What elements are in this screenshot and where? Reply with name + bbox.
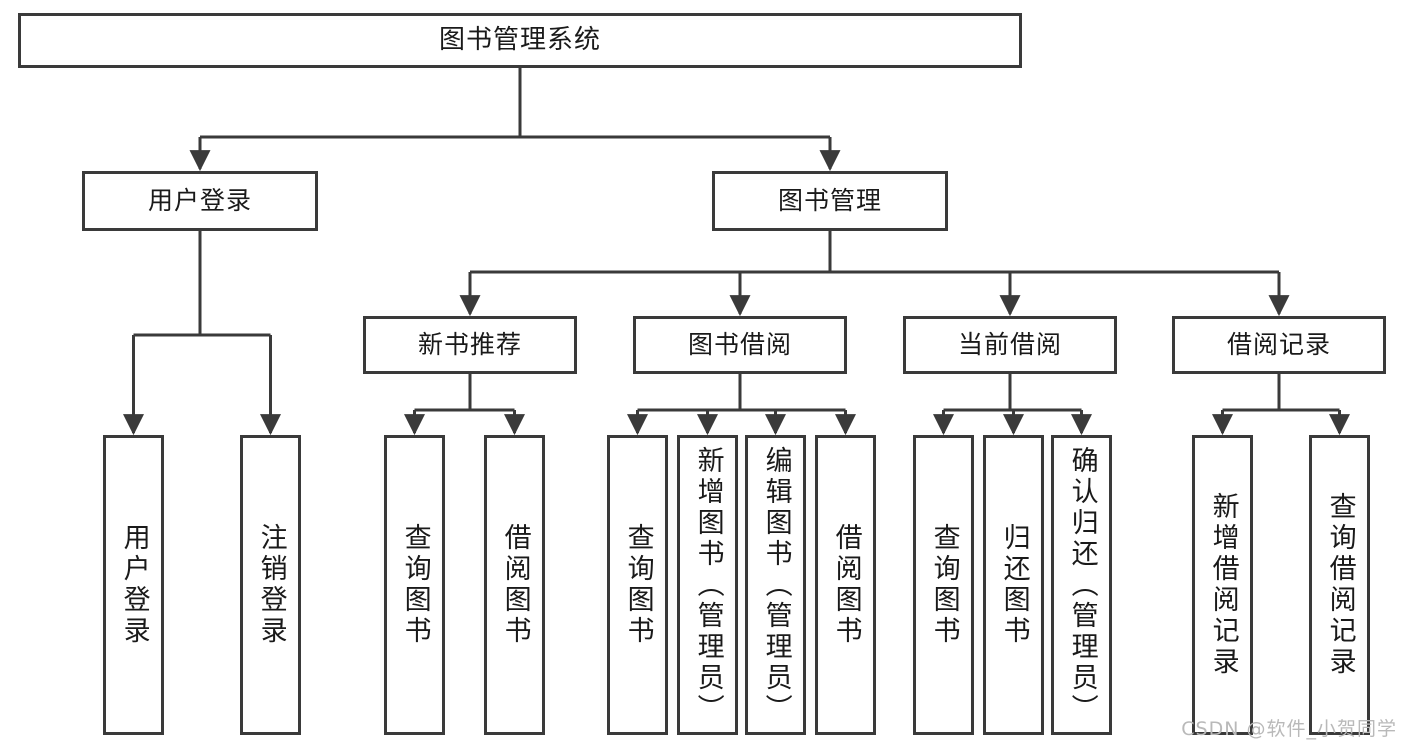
node-leaf-record-add[interactable]: 新增借阅记录: [1192, 435, 1253, 735]
node-root[interactable]: 图书管理系统: [18, 13, 1022, 68]
node-leaf-current-query[interactable]: 查询图书: [913, 435, 974, 735]
node-user-login[interactable]: 用户登录: [82, 171, 318, 231]
node-leaf-current-confirm[interactable]: 确认归还（管理员）: [1051, 435, 1112, 735]
node-book-borrow[interactable]: 图书借阅: [633, 316, 847, 374]
node-current-borrow[interactable]: 当前借阅: [903, 316, 1117, 374]
node-label: 新增借阅记录: [1207, 492, 1239, 678]
node-label: 编辑图书（管理员）: [760, 445, 792, 725]
node-label: 注销登录: [255, 523, 287, 647]
node-label: 借阅图书: [499, 523, 531, 647]
node-leaf-recommend-query[interactable]: 查询图书: [384, 435, 445, 735]
node-label: 查询借阅记录: [1324, 492, 1356, 678]
node-label: 确认归还（管理员）: [1066, 445, 1098, 725]
node-label: 借阅图书: [830, 523, 862, 647]
watermark: CSDN @软件_小贺同学: [1181, 718, 1397, 740]
node-leaf-user-login[interactable]: 用户登录: [103, 435, 164, 735]
node-label: 新增图书（管理员）: [692, 445, 724, 725]
node-label: 用户登录: [118, 523, 150, 647]
node-leaf-borrow-edit[interactable]: 编辑图书（管理员）: [745, 435, 806, 735]
node-leaf-user-logout[interactable]: 注销登录: [240, 435, 301, 735]
node-label: 归还图书: [998, 523, 1030, 647]
node-label: 查询图书: [399, 523, 431, 647]
node-book-manage[interactable]: 图书管理: [712, 171, 948, 231]
node-leaf-borrow-add[interactable]: 新增图书（管理员）: [677, 435, 738, 735]
node-borrow-record[interactable]: 借阅记录: [1172, 316, 1386, 374]
node-leaf-record-query[interactable]: 查询借阅记录: [1309, 435, 1370, 735]
node-leaf-borrow-query[interactable]: 查询图书: [607, 435, 668, 735]
node-new-book-recommend[interactable]: 新书推荐: [363, 316, 577, 374]
node-label: 查询图书: [622, 523, 654, 647]
node-leaf-current-return[interactable]: 归还图书: [983, 435, 1044, 735]
node-label: 查询图书: [928, 523, 960, 647]
node-leaf-borrow-lend[interactable]: 借阅图书: [815, 435, 876, 735]
node-leaf-recommend-borrow[interactable]: 借阅图书: [484, 435, 545, 735]
